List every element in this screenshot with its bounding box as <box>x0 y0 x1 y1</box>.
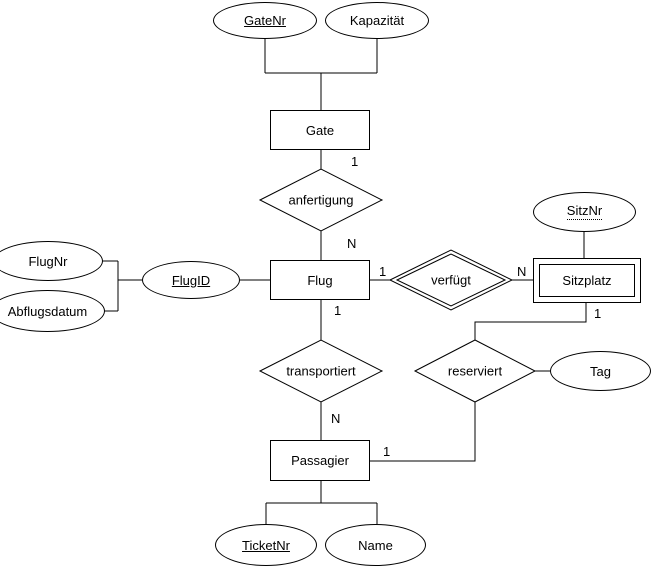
attribute-flugid-label: FlugID <box>171 272 211 288</box>
entity-flug-label: Flug <box>307 272 333 288</box>
entity-sitzplatz: Sitzplatz <box>533 258 641 303</box>
cardinality-transportiert-passagier: N <box>331 411 341 426</box>
cardinality-sitzplatz-reserviert: 1 <box>594 306 602 321</box>
entity-flug: Flug <box>270 260 370 300</box>
attribute-ticketnr-label: TicketNr <box>242 537 290 553</box>
attribute-sitznr: SitzNr <box>533 192 636 232</box>
entity-sitzplatz-inner-border: Sitzplatz <box>539 264 635 297</box>
attribute-gatenr: GateNr <box>213 2 317 39</box>
cardinality-flug-verfuegt: 1 <box>379 264 387 279</box>
relationship-verfuegt-label: verfügt <box>431 272 471 288</box>
relationship-transportiert-shape <box>258 339 384 403</box>
entity-sitzplatz-label: Sitzplatz <box>562 273 612 288</box>
attribute-ticketnr: TicketNr <box>215 524 317 566</box>
connector-reserviert-passagier <box>370 402 476 462</box>
cardinality-gate-anfertigung: 1 <box>351 154 359 169</box>
attribute-flugnr: FlugNr <box>0 241 103 281</box>
connector-sitzplatz-reserviert <box>474 303 587 340</box>
attribute-kapazitaet-label: Kapazität <box>349 13 405 28</box>
relationship-anfertigung-shape <box>258 168 384 232</box>
attribute-kapazitaet: Kapazität <box>325 2 429 39</box>
entity-gate: Gate <box>270 110 370 150</box>
cardinality-anfertigung-flug: N <box>347 236 357 251</box>
attribute-abflugsdatum: Abflugsdatum <box>0 290 105 332</box>
entity-gate-label: Gate <box>305 122 335 138</box>
attribute-tag-label: Tag <box>590 363 611 379</box>
attribute-gatenr-label: GateNr <box>244 13 286 28</box>
entity-passagier: Passagier <box>270 440 370 481</box>
relationship-reserviert-label: reserviert <box>447 363 503 379</box>
attribute-sitznr-label: SitzNr <box>566 203 603 220</box>
relationship-reserviert-shape <box>413 339 537 403</box>
relationship-anfertigung-label: anfertigung <box>288 192 354 208</box>
attribute-flugnr-label: FlugNr <box>28 253 68 269</box>
cardinality-flug-transportiert: 1 <box>334 303 342 318</box>
attribute-abflugsdatum-label: Abflugsdatum <box>7 303 88 319</box>
attribute-tag: Tag <box>550 351 651 391</box>
attribute-name: Name <box>325 524 426 566</box>
relationship-verfuegt-inner-shape <box>395 253 507 307</box>
attribute-name-label: Name <box>358 537 393 553</box>
relationship-transportiert-label: transportiert <box>286 363 356 379</box>
cardinality-passagier-reserviert: 1 <box>383 444 391 459</box>
cardinality-verfuegt-sitzplatz: N <box>517 264 527 279</box>
entity-passagier-label: Passagier <box>291 453 349 468</box>
attribute-flugid: FlugID <box>142 261 240 299</box>
